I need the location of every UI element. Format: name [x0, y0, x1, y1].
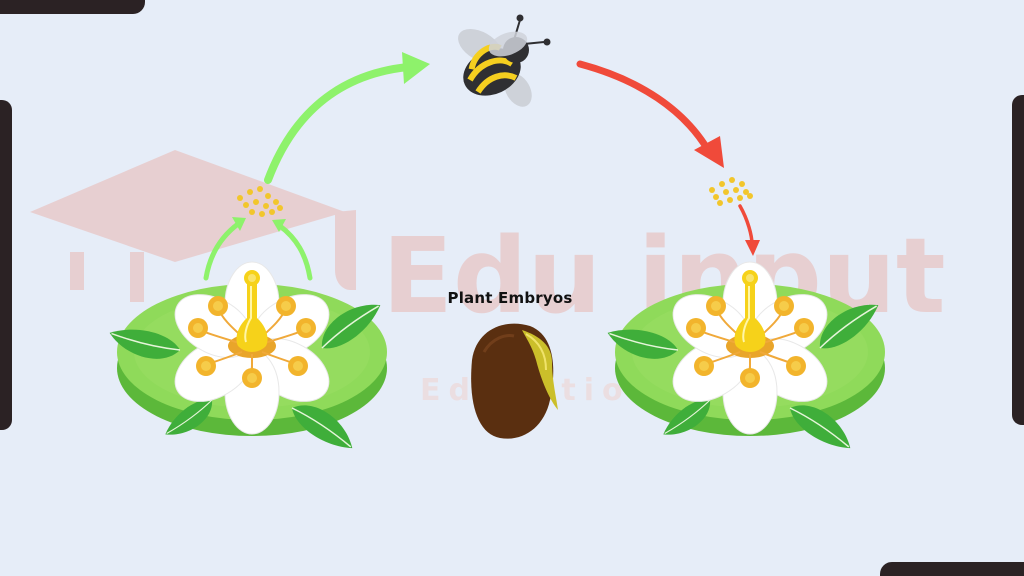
pollen-drop-arrow: [738, 204, 760, 256]
plant-embryos-label: Plant Embryos: [447, 289, 573, 307]
release-arrows: [203, 221, 313, 281]
graduation-cap-icon: [30, 150, 356, 302]
frame-corner-bottom-right: [880, 562, 1024, 576]
bee-icon: [458, 14, 551, 107]
seed-icon: [471, 323, 558, 439]
frame-edge-right: [1012, 95, 1024, 425]
pollen-icon: [709, 177, 753, 206]
flower-icon: [106, 262, 388, 460]
pollen-icon: [237, 186, 283, 217]
pickup-arrow: [264, 52, 430, 184]
frame-edge-left: [0, 100, 12, 430]
frame-corner-top-left: [0, 0, 145, 14]
delivery-arrow: [576, 60, 724, 168]
